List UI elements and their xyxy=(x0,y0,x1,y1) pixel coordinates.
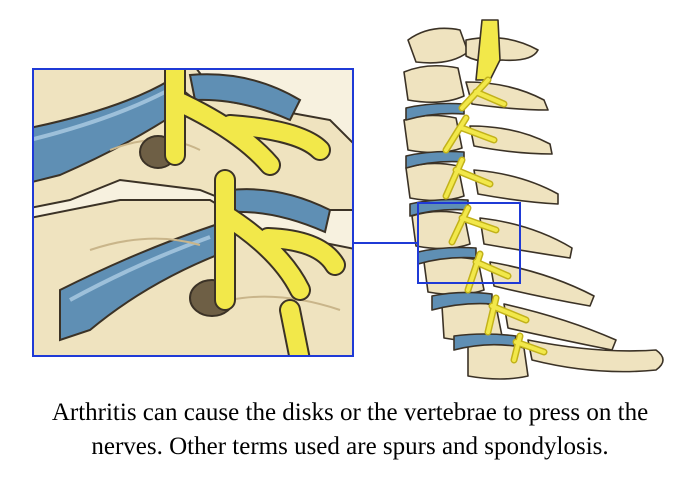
intervertebral-disks xyxy=(405,102,517,351)
inset-middle-disk xyxy=(228,188,332,234)
zoomed-inset-frame xyxy=(32,68,354,357)
nerve-roots-highlight xyxy=(444,78,546,362)
inset-top-disk xyxy=(188,73,302,122)
zoomed-inset xyxy=(33,69,353,356)
figure-caption: Arthritis can cause the disks or the ver… xyxy=(51,399,649,460)
spinal-cord xyxy=(475,19,501,81)
inset-nerves xyxy=(164,69,346,356)
cervical-spine-illustration xyxy=(403,19,664,380)
